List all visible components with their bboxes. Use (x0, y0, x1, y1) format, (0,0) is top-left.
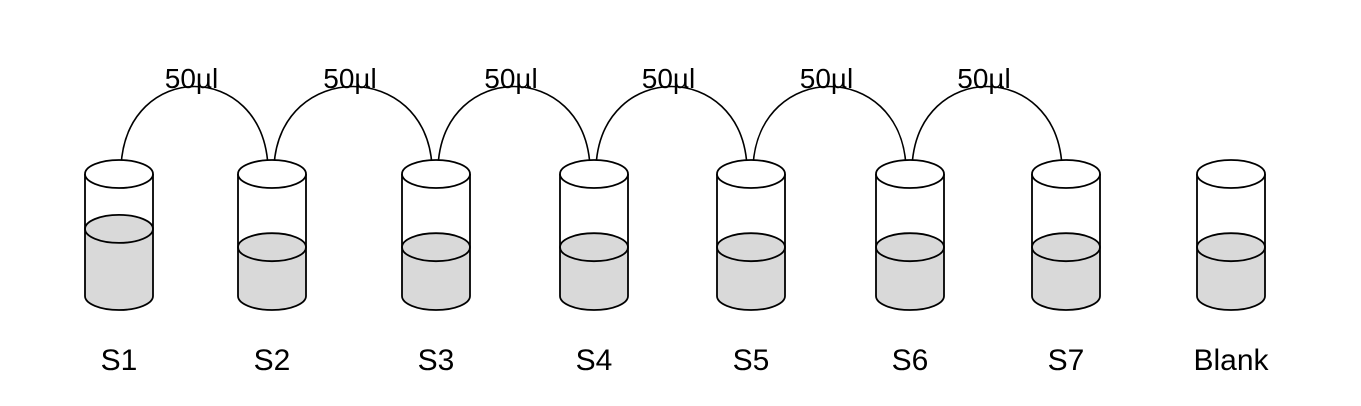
tube-s1 (84, 159, 154, 311)
transfer-volume-label: 50µl (642, 63, 696, 94)
tubes (84, 159, 1266, 311)
transfer-volume-label: 50µl (957, 63, 1011, 94)
tube-mouth (84, 159, 154, 189)
liquid-surface (716, 232, 786, 263)
tube-liquid (876, 247, 944, 310)
tube-label: S3 (418, 344, 455, 377)
transfer-arrow (752, 85, 913, 168)
labels: S1 S2 S3 S4 S5 S6 S7 Blank 50µl 50µl 50µl 50µl 50µl 5… (101, 63, 1270, 377)
tube-wall (237, 174, 307, 311)
tube-mouth (1031, 159, 1101, 189)
liquid-surface (559, 232, 629, 263)
tube-label: S7 (1048, 344, 1085, 377)
tube-liquid (85, 228, 153, 310)
tube-liquid (1197, 247, 1265, 310)
tube-wall (716, 174, 786, 311)
tube-liquid (560, 247, 628, 310)
liquid-surface (1196, 232, 1266, 263)
liquid-surface (875, 232, 945, 263)
tube-label: S1 (101, 344, 138, 377)
tube-s6 (875, 159, 945, 311)
transfer-volume-label: 50µl (484, 63, 538, 94)
tube-label: S5 (733, 344, 770, 377)
liquid-surface (401, 232, 471, 263)
transfer-arrow (595, 85, 754, 168)
tube-blank (1196, 159, 1266, 311)
tube-mouth (401, 159, 471, 189)
liquid-surface (237, 232, 307, 263)
tube-mouth (716, 159, 786, 189)
liquid-surface (1031, 232, 1101, 263)
tube-label: Blank (1193, 344, 1269, 377)
transfer-arrow (120, 85, 275, 168)
tube-s4 (559, 159, 629, 311)
tube-liquid (402, 247, 470, 310)
tube-s3 (401, 159, 471, 311)
tube-liquid (717, 247, 785, 310)
tube-s7 (1031, 159, 1101, 311)
tube-wall (84, 174, 154, 311)
transfer-arrow (273, 85, 439, 168)
tube-label: S4 (576, 344, 613, 377)
tube-label: S6 (892, 344, 929, 377)
tube-liquid (1032, 247, 1100, 310)
tube-mouth (1196, 159, 1266, 189)
liquid-surface (84, 213, 154, 244)
tube-s2 (237, 159, 307, 311)
tube-mouth (875, 159, 945, 189)
tube-wall (559, 174, 629, 311)
tube-liquid (238, 247, 306, 310)
tube-wall (1196, 174, 1266, 311)
tube-wall (875, 174, 945, 311)
tube-wall (1031, 174, 1101, 311)
transfer-arrows (120, 85, 1069, 168)
tube-s5 (716, 159, 786, 311)
transfer-arrow (437, 85, 597, 168)
tube-mouth (559, 159, 629, 189)
tube-wall (401, 174, 471, 311)
transfer-volume-label: 50µl (165, 63, 219, 94)
tube-mouth (237, 159, 307, 189)
transfer-volume-label: 50µl (800, 63, 854, 94)
transfer-volume-label: 50µl (323, 63, 377, 94)
tube-label: S2 (254, 344, 291, 377)
transfer-arrow (911, 85, 1069, 168)
